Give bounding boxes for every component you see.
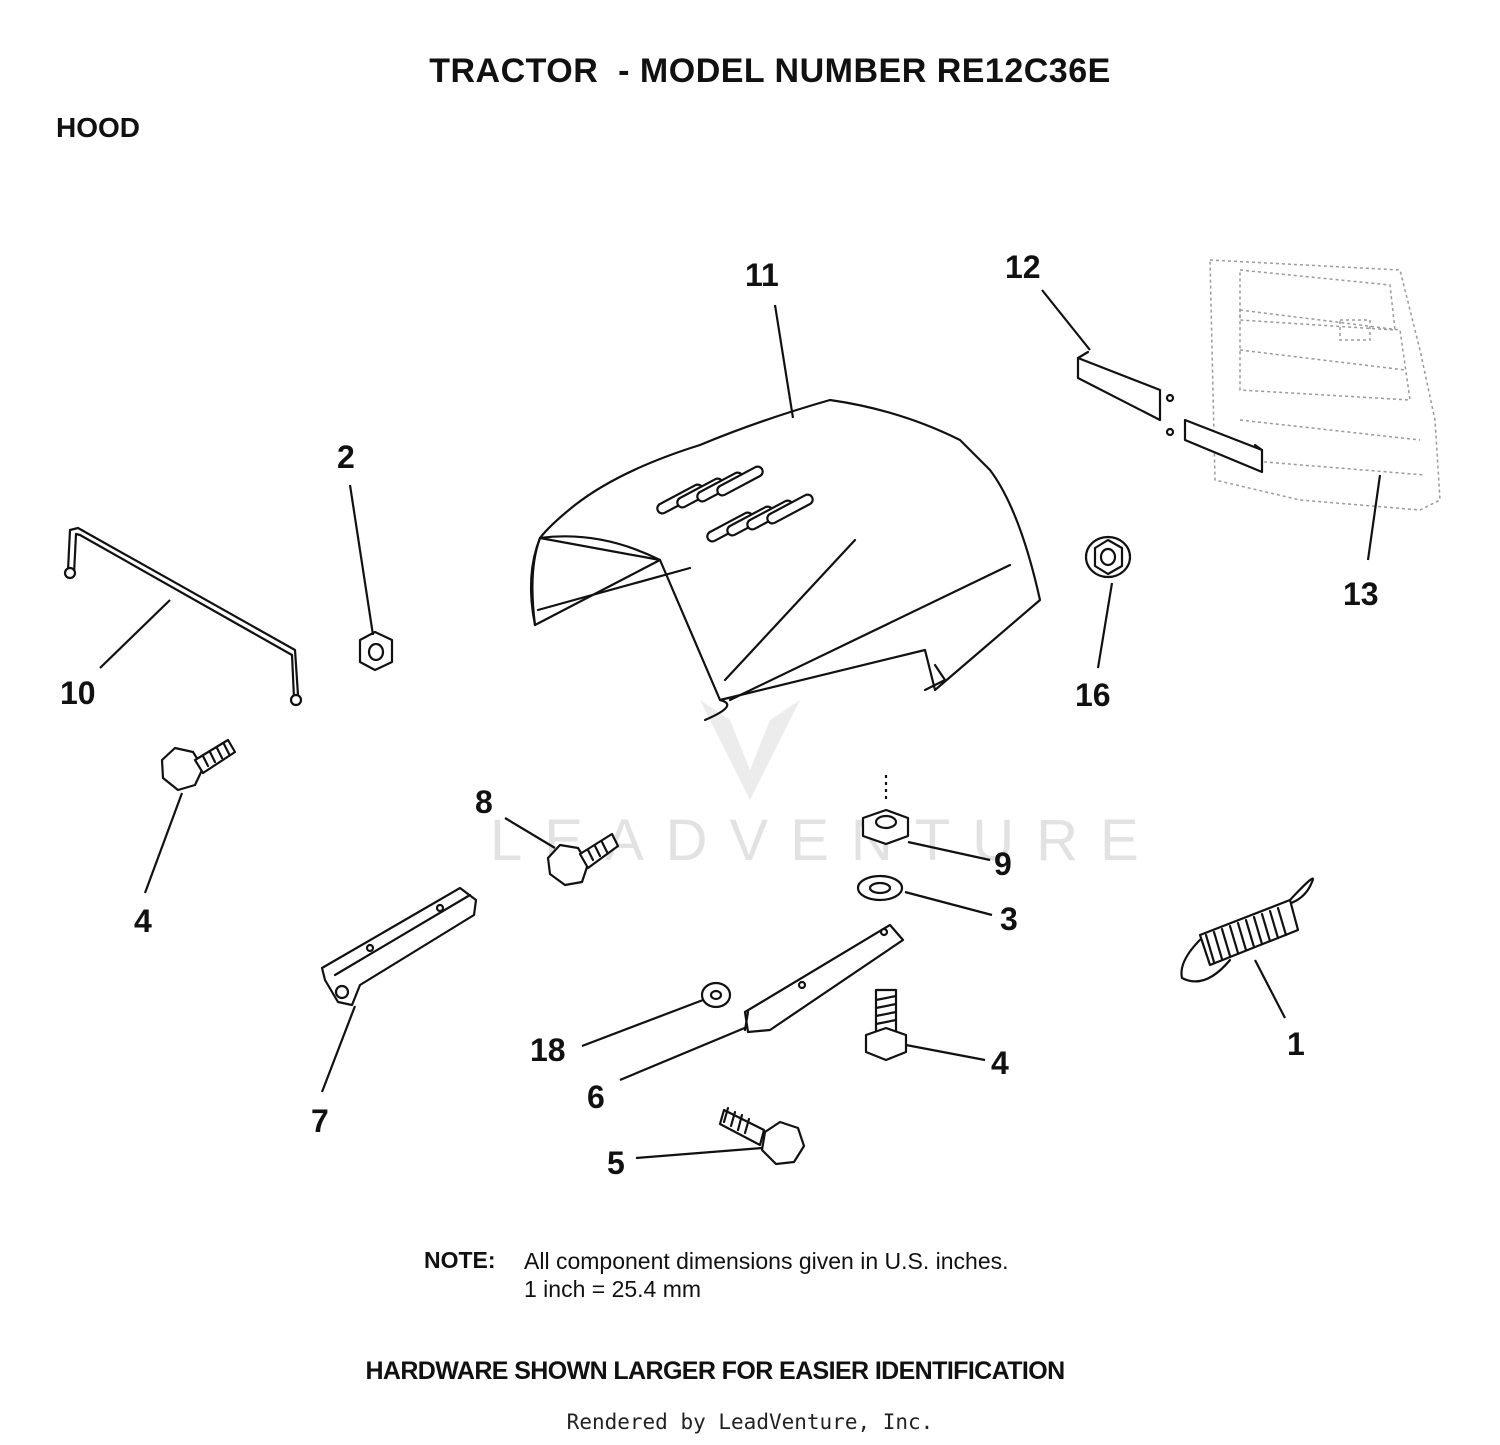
callout-8: 8: [475, 784, 493, 820]
note-label: NOTE:: [424, 1247, 496, 1273]
callout-5: 5: [607, 1145, 625, 1181]
bolt-part-4-center[interactable]: [864, 988, 908, 1062]
rendered-by-credit: Rendered by LeadVenture, Inc.: [566, 1410, 934, 1434]
bracket-part-6[interactable]: [743, 923, 905, 1034]
hardware-caption: HARDWARE SHOWN LARGER FOR EASIER IDENTIF…: [365, 1357, 1065, 1385]
hood-vent-slots: [656, 465, 814, 543]
grille-part-13[interactable]: [1209, 259, 1441, 511]
callout-7: 7: [311, 1103, 329, 1139]
callout-9: 9: [994, 846, 1012, 882]
bolt-part-4-left[interactable]: [160, 738, 237, 792]
callout-16: 16: [1075, 677, 1111, 713]
bolt-part-8[interactable]: [546, 832, 620, 887]
callout-11: 11: [745, 257, 779, 293]
callout-6: 6: [587, 1079, 605, 1115]
nut-part-9[interactable]: [861, 775, 910, 846]
callout-numbers: 11 12 13 2 16 10 4 8 9 3 1 18 6 4 7 5: [60, 249, 1379, 1181]
watermark-text: LEADVENTURE: [490, 808, 1161, 873]
rod-part-10[interactable]: [63, 526, 303, 707]
washer-part-18[interactable]: [700, 981, 732, 1009]
callout-1: 1: [1287, 1026, 1305, 1062]
leader-lines: [99, 289, 1382, 1160]
callout-4-center: 4: [991, 1045, 1009, 1081]
callout-12: 12: [1005, 249, 1041, 285]
nut-part-2[interactable]: [358, 630, 394, 672]
section-title: HOOD: [56, 112, 140, 143]
callout-3: 3: [1000, 901, 1018, 937]
bracket-part-12[interactable]: [1076, 350, 1264, 474]
note-line-1: All component dimensions given in U.S. i…: [524, 1248, 1009, 1274]
washer-part-3[interactable]: [856, 874, 904, 902]
flange-nut-part-16[interactable]: [1084, 535, 1132, 579]
bracket-part-7[interactable]: [320, 886, 478, 1007]
leadventure-watermark: LEADVENTURE: [490, 700, 1161, 873]
callout-13: 13: [1343, 576, 1379, 612]
callout-18: 18: [530, 1032, 566, 1068]
callout-2: 2: [337, 439, 355, 475]
page-title: TRACTOR - MODEL NUMBER RE12C36E: [429, 52, 1111, 90]
hood-part-11[interactable]: [529, 398, 1042, 722]
callout-10: 10: [60, 675, 96, 711]
callout-4-left: 4: [134, 903, 152, 939]
spring-part-1[interactable]: [1180, 877, 1315, 983]
dimension-note: NOTE: All component dimensions given in U…: [424, 1247, 1009, 1303]
note-line-2: 1 inch = 25.4 mm: [524, 1276, 702, 1302]
bolt-part-5[interactable]: [718, 1106, 806, 1166]
